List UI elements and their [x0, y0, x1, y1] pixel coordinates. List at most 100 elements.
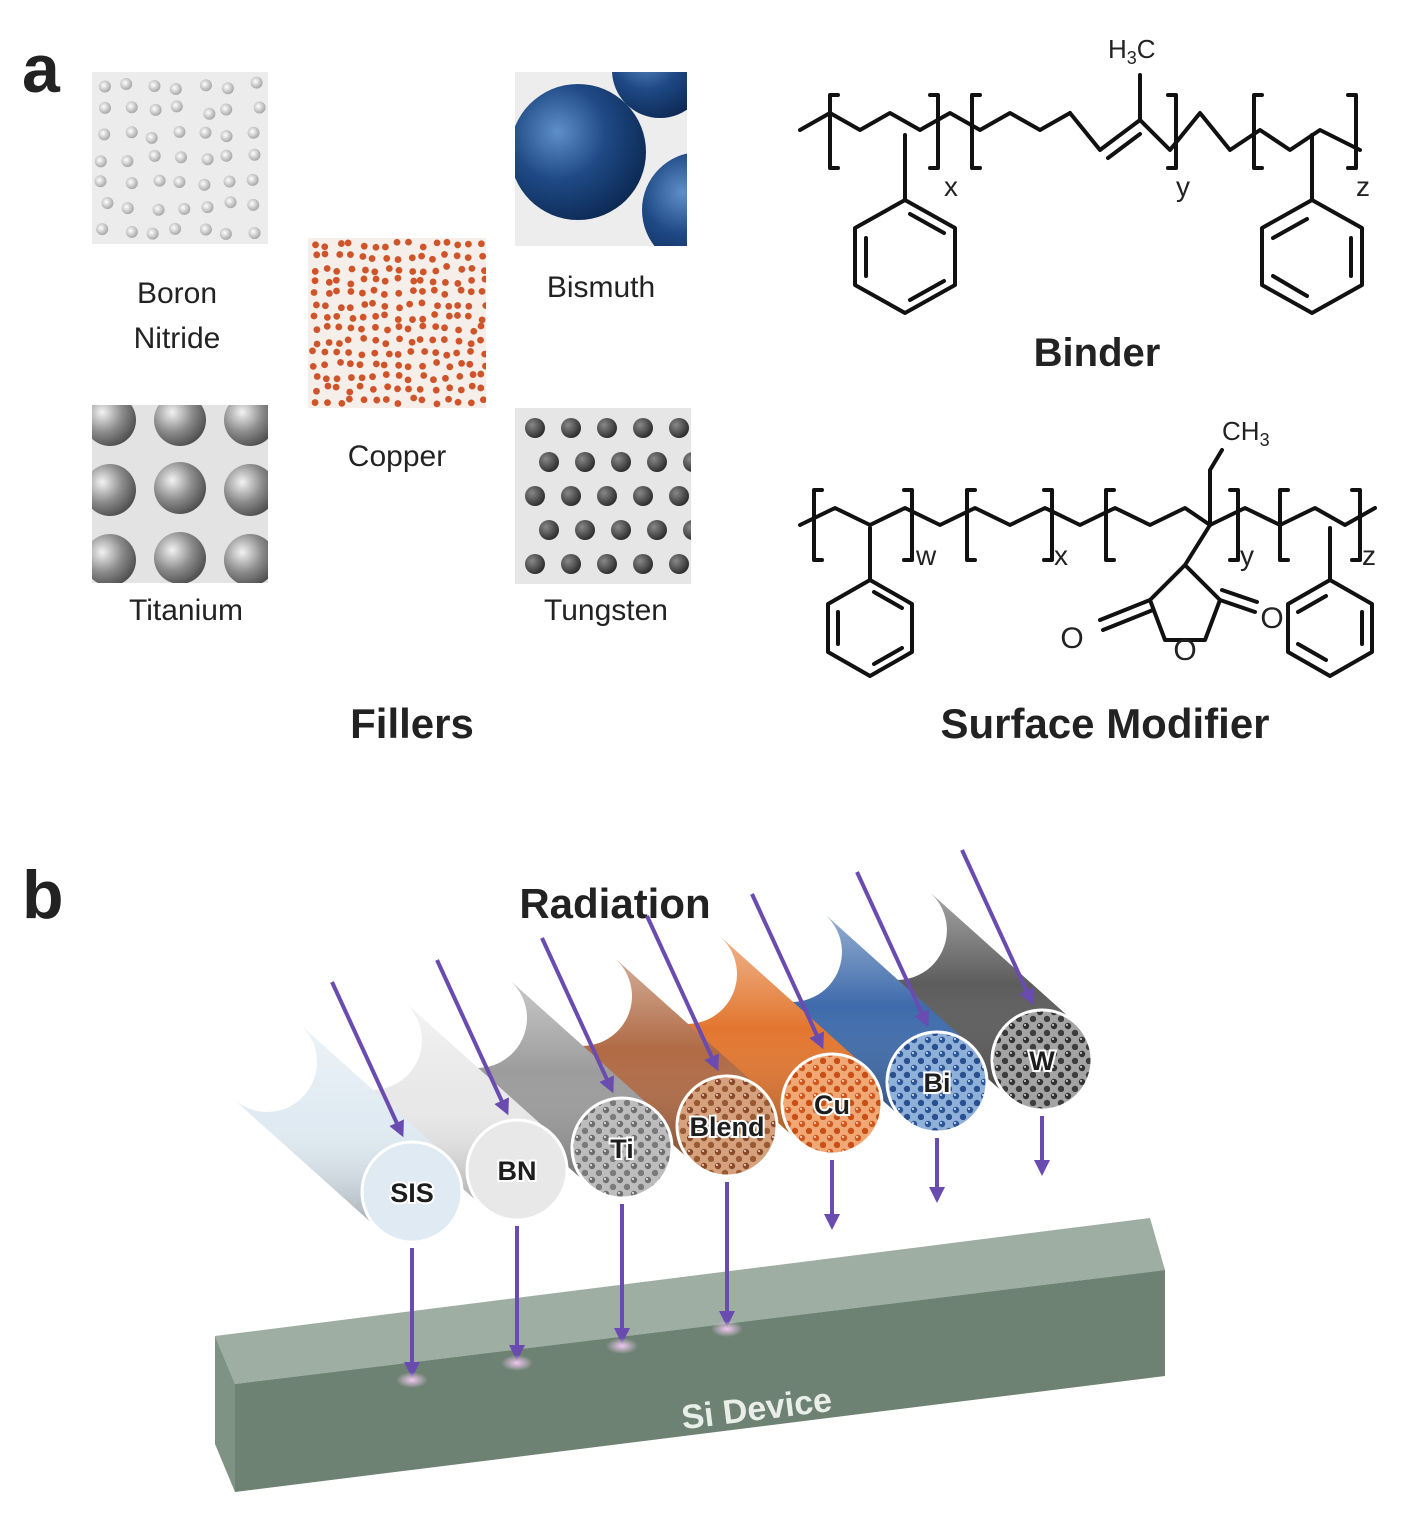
modifier-methyl-label: CH3 [1222, 416, 1270, 450]
cylinder-face [990, 1008, 1094, 1112]
bn-particle [152, 203, 165, 216]
cu-particle [481, 267, 486, 275]
copper-tile [308, 238, 486, 408]
cu-particle [409, 316, 416, 323]
cu-particle [416, 385, 424, 393]
cu-particle [470, 327, 478, 335]
cylinder-w: W [863, 892, 1094, 1112]
cu-particle [368, 255, 376, 262]
cu-particle [478, 316, 486, 324]
bn-particle [248, 148, 261, 161]
bn-particle [199, 126, 212, 139]
cu-particle [410, 277, 418, 285]
cu-particle [313, 326, 321, 334]
w-particle [525, 554, 545, 574]
w-particle [525, 486, 545, 506]
cu-particle [457, 386, 465, 394]
cu-particle [453, 252, 461, 260]
w-particle [633, 418, 653, 438]
binder-sub-x: x [944, 171, 958, 202]
cu-particle [454, 302, 462, 309]
cylinder-cu: Cu [653, 936, 884, 1156]
bn-particle [223, 175, 236, 188]
tungsten-tile [515, 408, 691, 584]
w-particle [669, 418, 689, 438]
cu-particle [467, 347, 474, 355]
bn-particle [175, 151, 188, 164]
cu-particle [407, 348, 415, 355]
cu-particle [370, 286, 378, 294]
cu-particle [361, 301, 369, 308]
cu-particle [455, 337, 463, 345]
cu-particle [454, 398, 462, 406]
cu-particle [337, 359, 344, 366]
cu-particle [482, 302, 486, 310]
bn-particle [219, 227, 232, 240]
cu-particle [441, 290, 449, 298]
w-particle [669, 486, 689, 506]
binder-structure [798, 73, 1364, 315]
cu-particle [372, 336, 380, 344]
cu-particle [434, 302, 441, 310]
cu-particle [347, 251, 354, 259]
cu-particle [445, 395, 452, 403]
impact-glow [606, 1338, 638, 1354]
cu-particle [381, 277, 389, 285]
cu-particle [384, 326, 391, 334]
cu-particle [372, 243, 380, 251]
cu-particle [348, 374, 355, 381]
cu-particle [410, 287, 417, 295]
cu-particle [394, 400, 402, 407]
bn-particle [148, 149, 161, 162]
w-particle [669, 554, 689, 574]
cu-particle [419, 362, 426, 370]
cu-particle [394, 256, 402, 263]
cu-particle [468, 276, 475, 284]
cu-particle [324, 382, 332, 390]
w-particle [561, 486, 581, 506]
cu-particle [457, 286, 465, 294]
cu-particle [384, 383, 392, 391]
cu-particle [371, 349, 379, 357]
bn-particle [94, 155, 107, 168]
cu-particle [468, 264, 476, 272]
cu-particle [481, 350, 486, 358]
cu-particle [359, 253, 367, 260]
cu-particle [381, 243, 389, 251]
binder-methyl-label: H3C [1108, 34, 1156, 68]
cu-particle [404, 363, 412, 371]
cylinder-ti: Ti [443, 980, 674, 1200]
cylinder-blend: Blend [548, 958, 779, 1178]
surface-modifier-title: Surface Modifier [940, 700, 1269, 747]
cylinder-sis: SIS [233, 1024, 464, 1244]
cu-particle [380, 291, 388, 298]
cu-particle [433, 359, 440, 366]
cu-particle [309, 347, 316, 355]
cu-particle [333, 287, 340, 295]
cu-particle [478, 287, 486, 295]
cu-particle [359, 313, 367, 321]
cylinder-bn: BN [338, 1002, 569, 1222]
cu-particle [395, 361, 403, 369]
cu-particle [440, 336, 448, 343]
incoming-arrow [330, 981, 404, 1138]
bn-particle [199, 79, 212, 92]
cu-particle [477, 322, 485, 330]
cu-particle [442, 374, 449, 382]
cu-particle [322, 375, 330, 383]
modifier-sub-x: x [1054, 540, 1068, 571]
cu-particle [482, 362, 486, 370]
cu-particle [481, 275, 486, 283]
cu-particle [453, 349, 461, 357]
cu-particle [394, 385, 401, 393]
bn-particle [125, 126, 138, 139]
bn-particle [201, 201, 214, 214]
cu-particle [441, 324, 448, 332]
bn-particle [96, 223, 109, 236]
titanium-tile [92, 405, 268, 583]
ti-particle [92, 464, 136, 516]
bn-particle [203, 107, 216, 120]
si-device-slab [215, 1218, 1165, 1492]
w-particle [633, 554, 653, 574]
incoming-arrow [855, 871, 929, 1028]
